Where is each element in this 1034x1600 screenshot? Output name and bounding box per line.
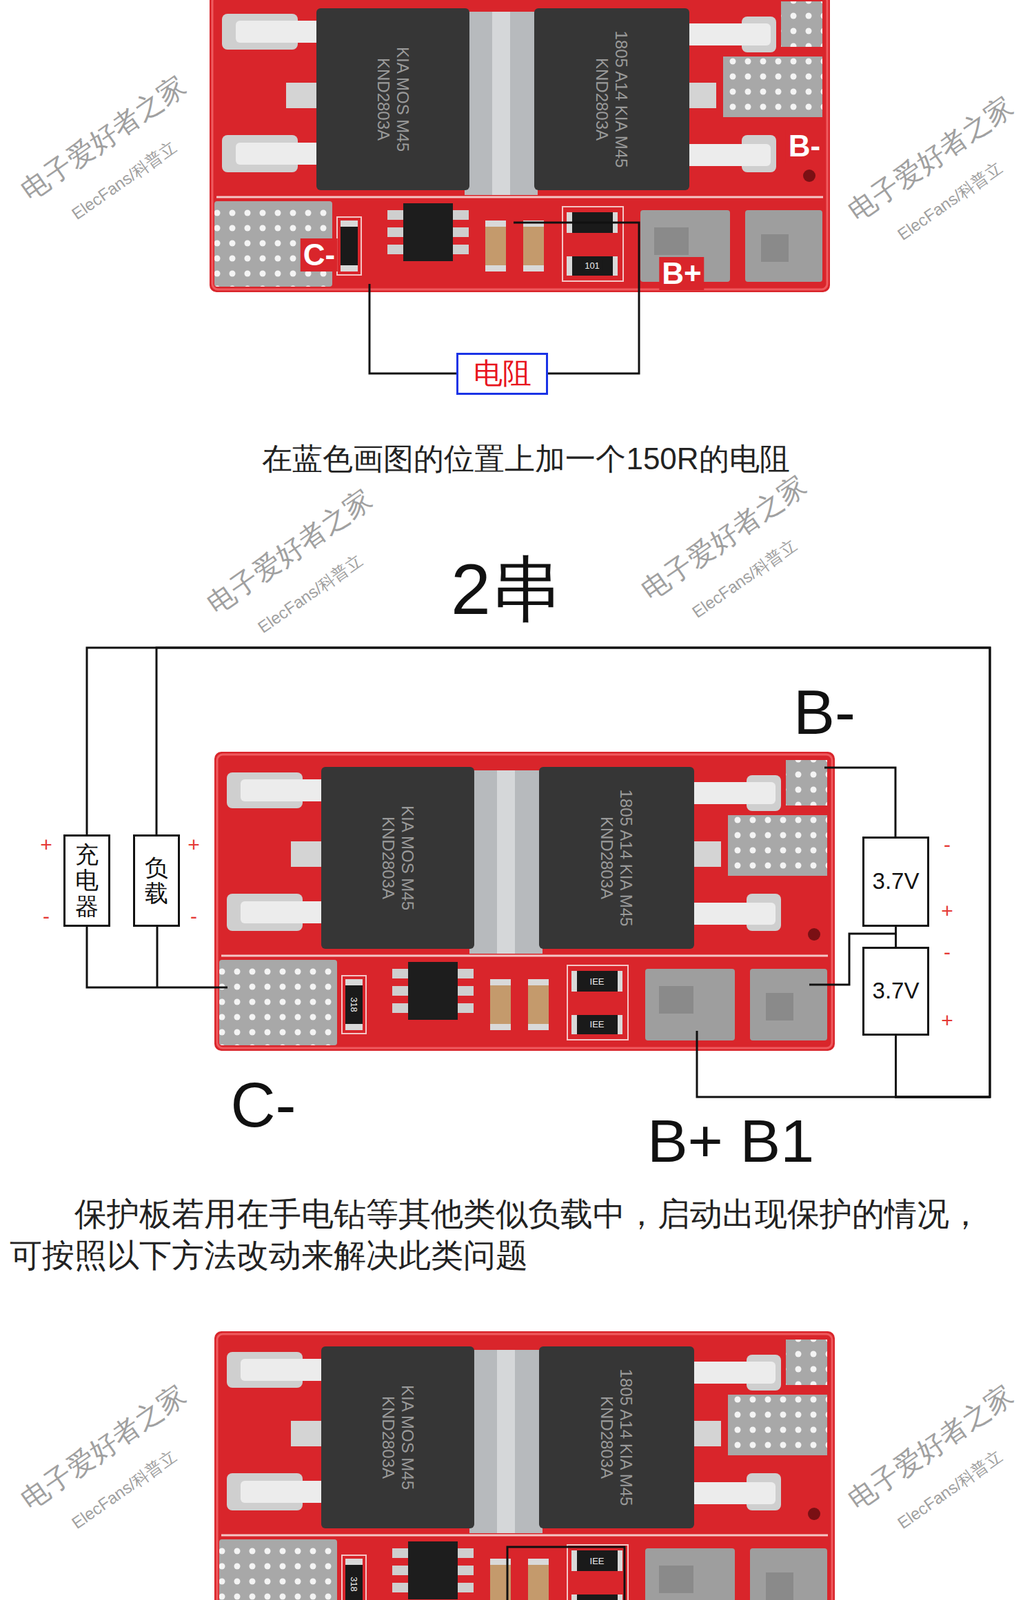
resistor-callout: 电阻 bbox=[456, 352, 549, 395]
wire bbox=[513, 222, 640, 374]
part-marking: 318 bbox=[348, 1574, 360, 1596]
wire bbox=[507, 1547, 625, 1600]
node-text: 电阻 bbox=[473, 357, 532, 390]
chip-marking: 1805 A14 KIA M45 KND2803A bbox=[596, 785, 635, 931]
chip-marking: KIA MOS M45 KND2803A bbox=[378, 1365, 417, 1511]
caption: 在蓝色画图的位置上加一个150R的电阻 bbox=[8, 441, 1034, 478]
node-text: 负载 bbox=[144, 855, 169, 908]
terminal-label: C- bbox=[300, 238, 338, 272]
polarity-sign: + bbox=[940, 1010, 954, 1032]
polarity-sign: + bbox=[187, 834, 200, 856]
chip-marking: 1805 A14 KIA M45 KND2803A bbox=[592, 26, 631, 172]
terminal-label: B+ bbox=[659, 257, 704, 291]
terminal-label: C- bbox=[230, 1074, 297, 1137]
battery-cell: 3.7V bbox=[862, 836, 930, 928]
polarity-sign: + bbox=[940, 900, 954, 922]
wire bbox=[156, 927, 159, 988]
wire bbox=[696, 1031, 990, 1098]
load-box: 负载 bbox=[133, 834, 180, 928]
part-marking: IEE bbox=[587, 1018, 608, 1031]
wire-connector bbox=[86, 647, 990, 1098]
part-marking: IEE bbox=[587, 1555, 608, 1568]
chip-marking: KIA MOS M45 KND2803A bbox=[378, 785, 417, 931]
node-text: 充电器 bbox=[75, 842, 99, 920]
polarity-sign: - bbox=[42, 906, 50, 928]
polarity-sign: + bbox=[39, 834, 53, 856]
battery-cell: 3.7V bbox=[862, 947, 930, 1037]
polarity-sign: - bbox=[943, 942, 951, 963]
pcb-photo bbox=[214, 752, 835, 1052]
node-text: 3.7V bbox=[872, 869, 920, 895]
part-marking: IEE bbox=[587, 976, 608, 988]
chip-marking: KIA MOS M45 KND2803A bbox=[373, 26, 412, 172]
wire-connector bbox=[894, 927, 897, 948]
part-marking: 101 bbox=[581, 259, 603, 272]
pcb-photo bbox=[214, 1331, 835, 1600]
wire bbox=[86, 927, 228, 988]
pcb-photo bbox=[209, 0, 830, 293]
wire bbox=[369, 284, 457, 374]
charger-box: 充电器 bbox=[63, 834, 111, 928]
wire-connector bbox=[156, 647, 990, 1098]
terminal-label: B- bbox=[785, 129, 824, 163]
polarity-sign: - bbox=[190, 906, 198, 928]
chip-marking: 1805 A14 KIA M45 KND2803A bbox=[596, 1365, 635, 1511]
title: 2串 bbox=[0, 550, 1014, 629]
node-text: 3.7V bbox=[872, 978, 920, 1004]
terminal-label: B- bbox=[793, 681, 856, 744]
terminal-label: B+ B1 bbox=[647, 1111, 815, 1172]
polarity-sign: - bbox=[943, 834, 951, 856]
wire bbox=[824, 767, 896, 837]
part-marking: 318 bbox=[348, 994, 360, 1016]
instruction-note: 保护板若用在手电钻等其他类似负载中，启动出现保护的情况，可按照以下方法改动来解决… bbox=[9, 1193, 996, 1277]
